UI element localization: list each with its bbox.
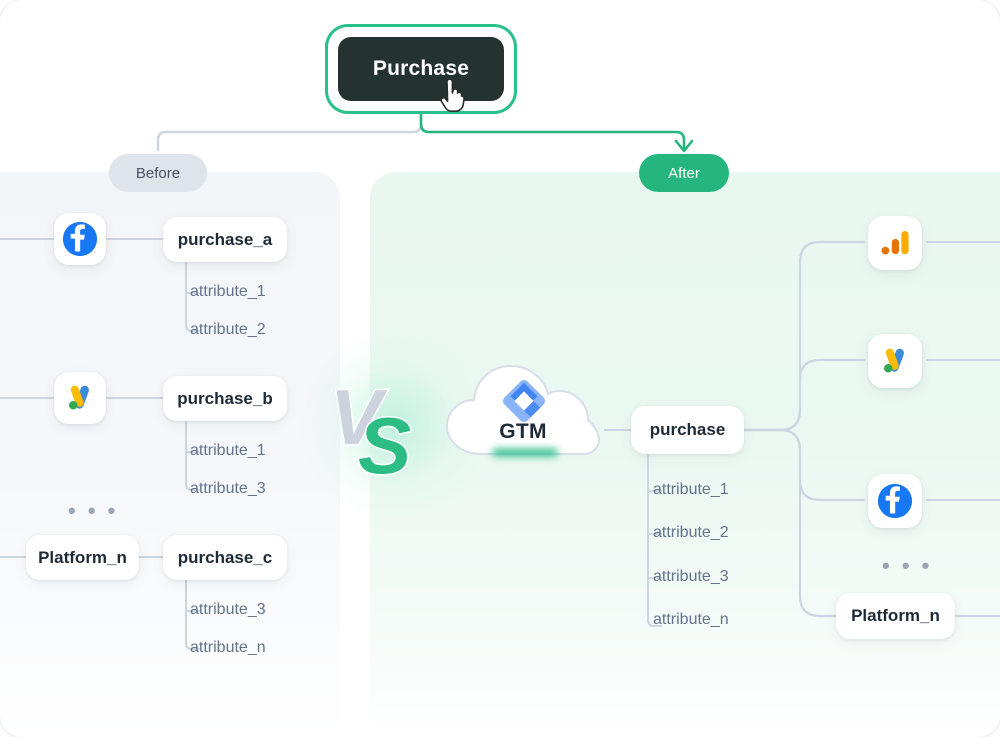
google-analytics-icon	[881, 231, 909, 255]
pointing-hand-cursor	[440, 79, 465, 112]
root-node-purchase[interactable]: Purchase	[328, 27, 514, 111]
platform-card-label: Platform_n	[851, 606, 940, 625]
platform-card-label: Platform_n	[38, 547, 127, 567]
platform-icon-google-ads-before[interactable]	[54, 372, 106, 424]
ellipsis-before: • • •	[68, 498, 119, 523]
event-card-purchase-a[interactable]: purchase_a	[163, 217, 287, 262]
attribute-label: attribute_2	[190, 321, 266, 338]
attribute-label: attribute_1	[190, 442, 266, 459]
attribute-label: attribute_n	[653, 611, 729, 628]
platform-card-platform-n-before[interactable]: Platform_n	[26, 535, 139, 580]
gtm-label: GTM	[499, 420, 547, 443]
facebook-icon	[62, 221, 98, 257]
event-card-purchase-b[interactable]: purchase_b	[163, 376, 287, 421]
attribute-label: attribute_3	[190, 480, 266, 497]
event-card-label: purchase	[649, 420, 726, 439]
event-card-purchase-c[interactable]: purchase_c	[163, 535, 287, 580]
ellipsis-after: • • •	[882, 553, 933, 578]
attribute-label: attribute_3	[653, 568, 729, 585]
before-pill-label: Before	[135, 164, 181, 182]
event-card-purchase-after[interactable]: purchase	[631, 406, 744, 454]
vs-left-letter: V	[330, 373, 388, 461]
google-ads-icon	[68, 385, 89, 410]
attribute-label: attribute_2	[653, 524, 729, 541]
vs-right-letter: S	[358, 401, 411, 480]
attribute-label: attribute_3	[190, 601, 266, 618]
gtm-diamond-icon	[502, 379, 546, 423]
attribute-label: attribute_n	[190, 639, 266, 656]
event-card-label: purchase_b	[177, 388, 273, 408]
after-pill[interactable]: After	[639, 154, 729, 192]
google-ads-icon	[883, 348, 904, 373]
attribute-label: attribute_1	[190, 283, 266, 300]
root-node-label: Purchase	[338, 37, 504, 101]
event-card-label: purchase_c	[177, 547, 273, 567]
before-pill[interactable]: Before	[109, 154, 207, 192]
vs-logo: V S	[329, 372, 413, 481]
platform-icon-facebook-before[interactable]	[54, 213, 106, 265]
gtm-glow	[492, 449, 558, 456]
facebook-icon	[877, 483, 913, 519]
platform-card-platform-n-after[interactable]: Platform_n	[836, 593, 955, 639]
destination-icon-facebook[interactable]	[868, 474, 922, 528]
destination-icon-google-analytics[interactable]	[868, 216, 922, 270]
after-pill-label: After	[668, 164, 700, 182]
event-card-label: purchase_a	[177, 229, 273, 249]
attribute-label: attribute_1	[653, 481, 729, 498]
destination-icon-google-ads[interactable]	[868, 334, 922, 388]
